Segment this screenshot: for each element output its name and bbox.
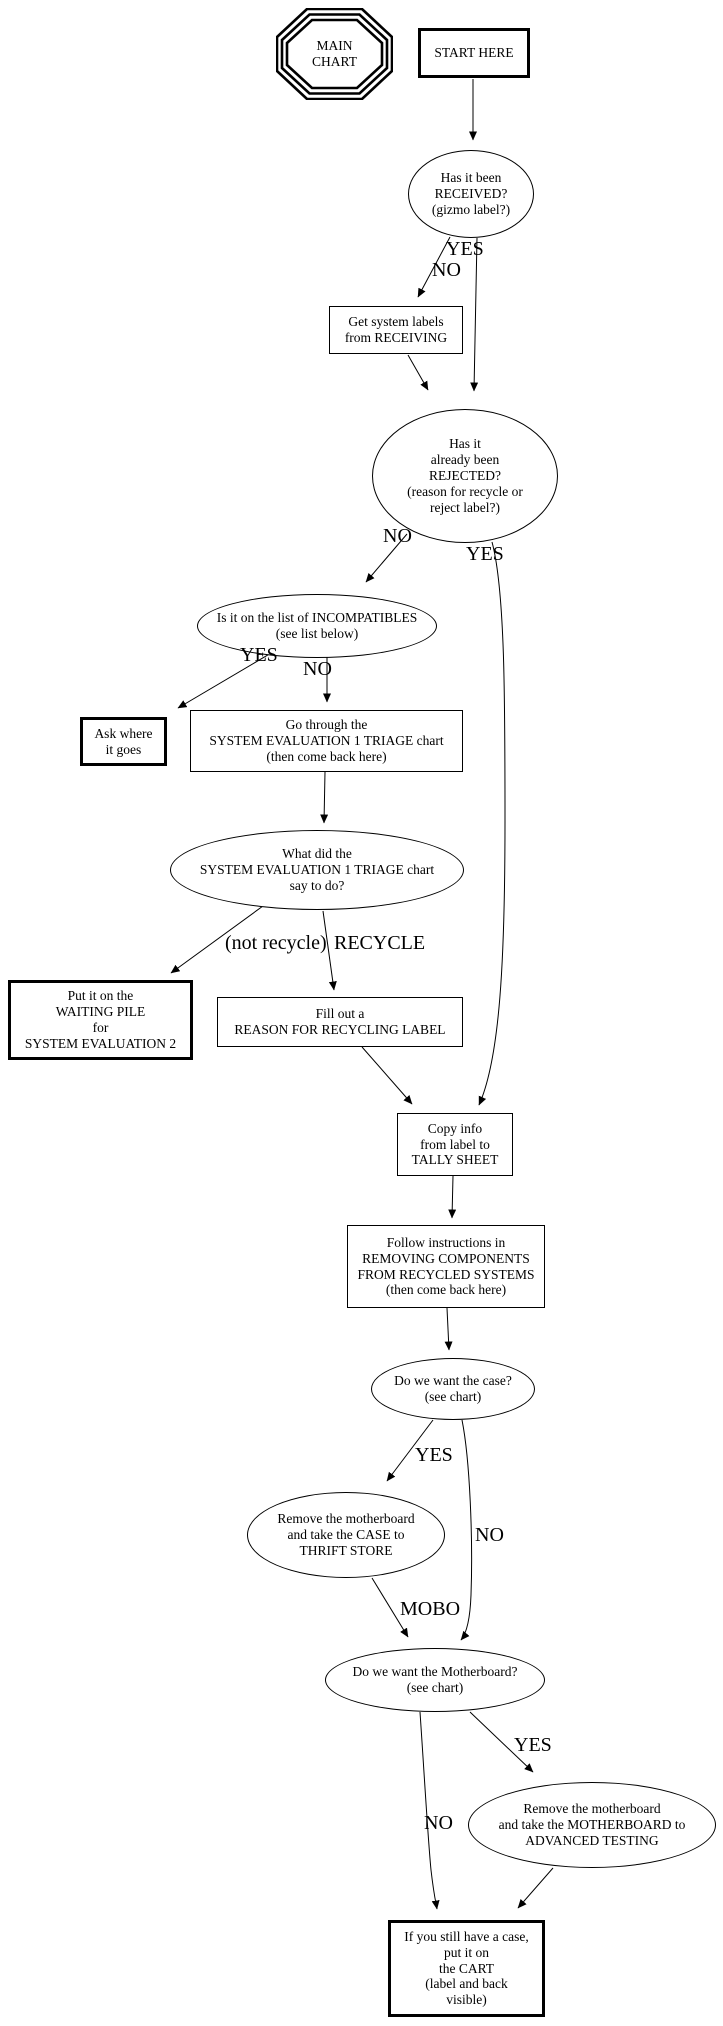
node-case-thrift: Remove the motherboard and take the CASE… [247, 1492, 445, 1578]
edge-wantmobo-yes [469, 1711, 534, 1773]
edge-copyinfo-to-follow [448, 1175, 457, 1219]
node-get-labels: Get system labels from RECEIVING [329, 306, 463, 354]
label-mobo-yes: YES [514, 1734, 552, 1756]
edge-gothrough-to-whatdid [320, 771, 329, 824]
node-fill-out-label: Fill out a REASON FOR RECYCLING LABEL [217, 997, 463, 1047]
label-rejected-no: NO [383, 525, 412, 547]
decision-what-did: What did the SYSTEM EVALUATION 1 TRIAGE … [170, 830, 464, 910]
label-rejected-yes: YES [466, 543, 504, 565]
edge-rejected-yes-long [478, 541, 506, 1106]
node-waiting-pile: Put it on the WAITING PILE for SYSTEM EV… [8, 980, 193, 1060]
decision-want-case: Do we want the case? (see chart) [371, 1358, 535, 1420]
edge-received-no [417, 236, 451, 298]
decision-rejected: Has it already been REJECTED? (reason fo… [372, 409, 558, 543]
edge-whatdid-recycle [322, 910, 337, 991]
edge-thrift-mobo [371, 1577, 409, 1638]
edge-rejected-no [365, 533, 408, 583]
label-not-recycle: (not recycle) [225, 932, 327, 954]
decision-incompatibles: Is it on the list of INCOMPATIBLES (see … [197, 594, 437, 658]
label-recycle: RECYCLE [334, 932, 426, 954]
edge-fillout-to-copyinfo [361, 1046, 413, 1105]
label-incompat-yes: YES [240, 644, 278, 666]
edge-wantcase-yes [386, 1419, 434, 1482]
edge-wantmobo-no [419, 1711, 440, 1910]
label-received-yes: YES [446, 238, 484, 260]
decision-want-mobo: Do we want the Motherboard? (see chart) [325, 1648, 545, 1712]
node-copy-info: Copy info from label to TALLY SHEET [397, 1113, 513, 1176]
label-case-yes: YES [415, 1444, 453, 1466]
edge-received-yes [470, 237, 479, 392]
edge-incompat-yes [177, 645, 284, 709]
main-chart-label: MAIN CHART [312, 38, 357, 69]
edge-whatdid-notrecycle [170, 905, 264, 974]
node-main-chart: MAIN CHART [276, 8, 393, 100]
node-ask-where: Ask where it goes [80, 717, 167, 766]
label-incompat-no: NO [303, 658, 332, 680]
label-received-no: NO [432, 259, 461, 281]
node-start-here: START HERE [418, 28, 530, 78]
edge-testing-to-cart [517, 1867, 554, 1909]
label-case-no: NO [475, 1524, 504, 1546]
label-mobo-no: NO [424, 1812, 453, 1834]
node-mobo-testing: Remove the motherboard and take the MOTH… [468, 1782, 716, 1868]
edge-follow-to-wantcase [444, 1307, 453, 1351]
decision-received: Has it been RECEIVED? (gizmo label?) [408, 150, 534, 238]
node-cart: If you still have a case, put it on the … [388, 1920, 545, 2017]
edge-getlabels-to-rejected [407, 354, 429, 391]
main-chart-octagon-icon [276, 8, 393, 100]
label-mobo: MOBO [400, 1598, 461, 1620]
node-go-through: Go through the SYSTEM EVALUATION 1 TRIAG… [190, 710, 463, 772]
node-follow-instructions: Follow instructions in REMOVING COMPONEN… [347, 1225, 545, 1308]
edge-wantcase-no [460, 1419, 473, 1641]
